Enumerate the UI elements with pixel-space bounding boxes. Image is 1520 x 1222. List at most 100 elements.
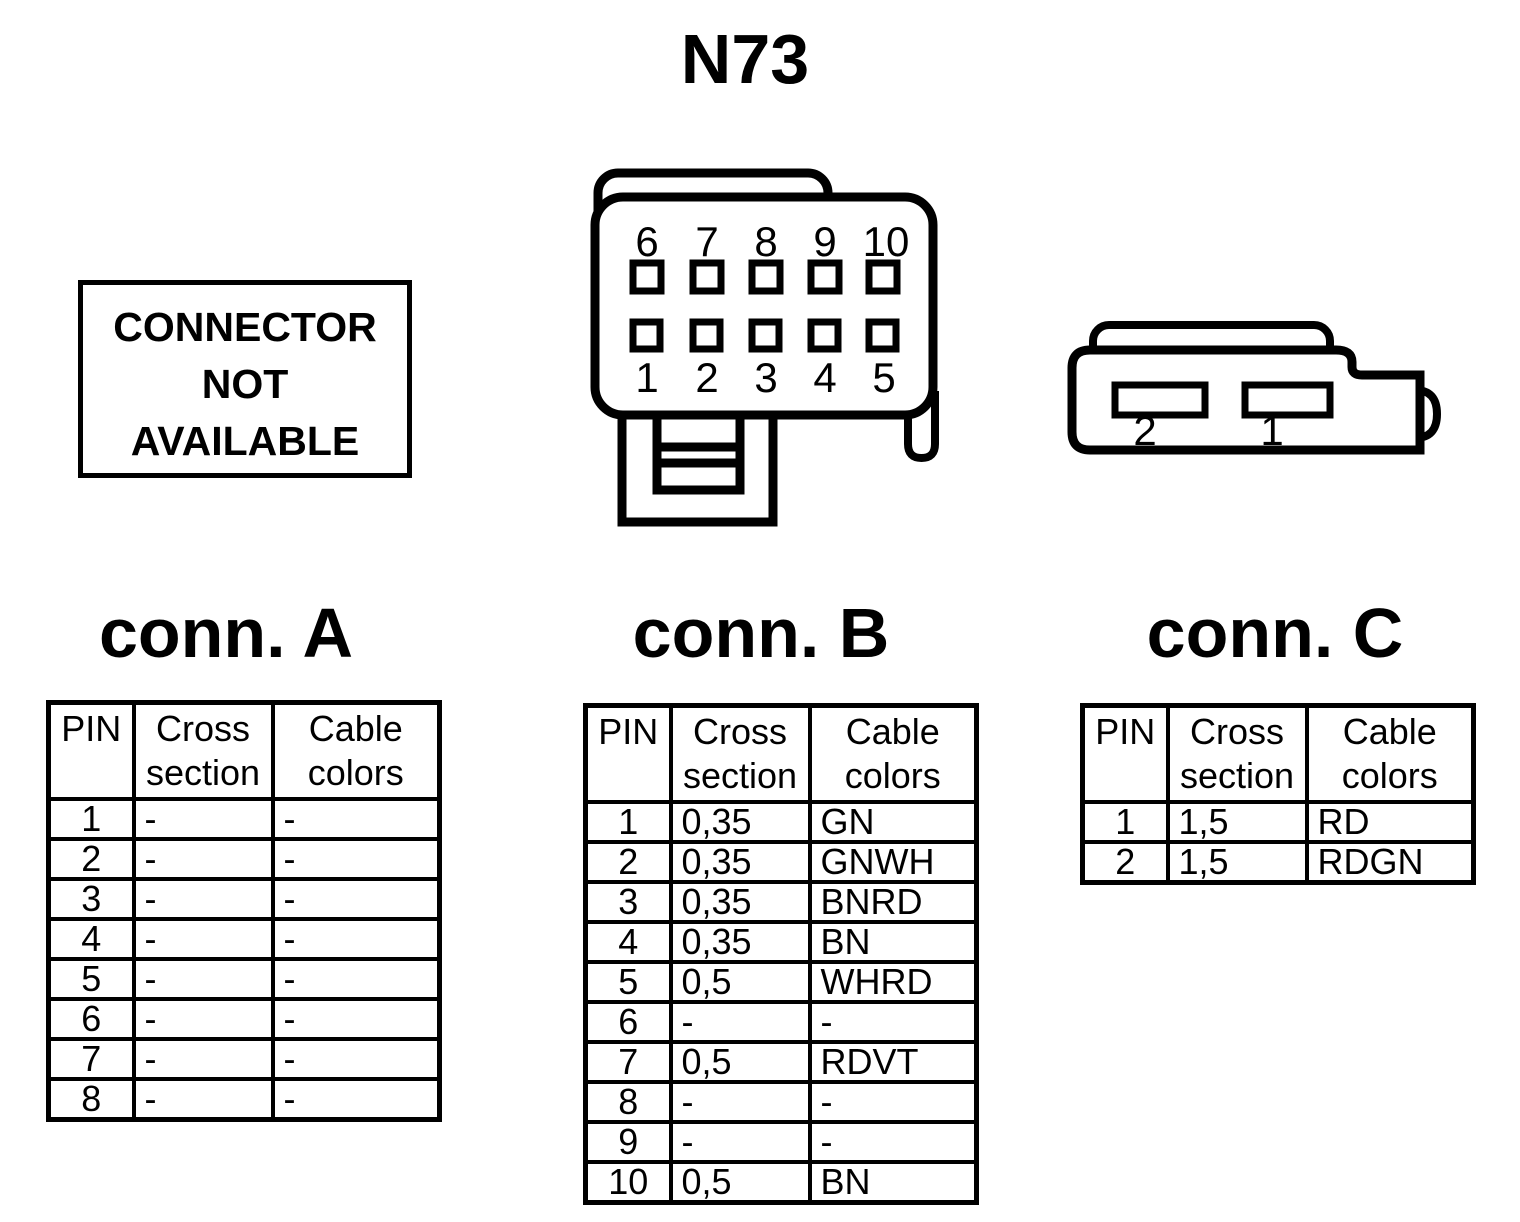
table-row: 9-- — [583, 1120, 979, 1164]
connector-not-available-box: CONNECTOR NOT AVAILABLE — [78, 280, 412, 478]
pin-label: 2 — [695, 354, 718, 401]
table-cell: - — [668, 1080, 812, 1124]
pin-hole — [689, 259, 725, 295]
pin-number-cell: 9 — [583, 1120, 673, 1164]
notice-line: AVAILABLE — [130, 418, 360, 464]
two-pin-connector-drawing: 2 1 — [1067, 321, 1442, 455]
pin-slot — [1111, 381, 1209, 419]
table-cell: GNWH — [807, 840, 979, 884]
table-cell: RD — [1304, 800, 1476, 844]
pin-label: 4 — [813, 354, 836, 401]
table-cell: 1,5 — [1165, 840, 1309, 885]
column-header: PIN — [1080, 703, 1170, 804]
pin-number-cell: 1 — [1080, 800, 1170, 844]
table-cell: 0,35 — [668, 840, 812, 884]
pin-label: 5 — [872, 354, 895, 401]
pin-hole — [748, 318, 783, 353]
connector-body — [590, 192, 938, 420]
pin-number-cell: 7 — [46, 1037, 136, 1081]
ten-pin-connector-drawing: 6 7 8 9 10 1 2 3 4 5 — [590, 168, 939, 527]
column-header: Cable colors — [807, 703, 979, 804]
pin-number-cell: 6 — [46, 997, 136, 1041]
pin-label: 2 — [1133, 407, 1156, 454]
table-cell: - — [131, 797, 275, 841]
table-cell: - — [270, 917, 442, 961]
table-heading-conn-a: conn. A — [98, 594, 354, 672]
table-row: 6-- — [46, 997, 442, 1041]
table-row: 5-- — [46, 957, 442, 1001]
table-cell: BN — [807, 1160, 979, 1205]
table-row: 8-- — [46, 1077, 442, 1122]
table-cell: - — [131, 877, 275, 921]
pin-number-cell: 2 — [1080, 840, 1170, 885]
pin-hole — [865, 318, 900, 353]
pin-hole — [629, 259, 665, 295]
column-header: Cross section — [131, 700, 275, 801]
column-header: Cable colors — [1304, 703, 1476, 804]
table-row: 7-- — [46, 1037, 442, 1081]
pin-slot — [1241, 381, 1334, 419]
table-cell: - — [270, 797, 442, 841]
pin-number-cell: 7 — [583, 1040, 673, 1084]
pin-number-cell: 3 — [46, 877, 136, 921]
pin-number-cell: 1 — [583, 800, 673, 844]
pin-number-cell: 5 — [583, 960, 673, 1004]
table-cell: - — [131, 1037, 275, 1081]
column-header: PIN — [583, 703, 673, 804]
column-header: PIN — [46, 700, 136, 801]
pin-number-cell: 8 — [583, 1080, 673, 1124]
table-cell: - — [270, 997, 442, 1041]
pin-label: 6 — [635, 218, 658, 265]
table-row: 2-- — [46, 837, 442, 881]
table-heading-conn-b: conn. B — [632, 594, 890, 672]
table-cell: 0,35 — [668, 800, 812, 844]
table-cell: 1,5 — [1165, 800, 1309, 844]
pin-hole — [748, 259, 784, 295]
pin-number-cell: 1 — [46, 797, 136, 841]
table-cell: 0,5 — [668, 1040, 812, 1084]
pin-hole — [689, 318, 724, 353]
pin-number-cell: 2 — [46, 837, 136, 881]
pin-number-cell: 10 — [583, 1160, 673, 1205]
table-cell: GN — [807, 800, 979, 844]
pin-number-cell: 2 — [583, 840, 673, 884]
pin-label: 3 — [754, 354, 777, 401]
table-cell: 0,5 — [668, 1160, 812, 1205]
pin-number-cell: 4 — [46, 917, 136, 961]
table-cell: - — [131, 837, 275, 881]
table-cell: - — [131, 1077, 275, 1122]
table-row: 3-- — [46, 877, 442, 921]
pin-number-cell: 5 — [46, 957, 136, 1001]
table-heading-conn-c: conn. C — [1146, 594, 1404, 672]
pin-label: 10 — [863, 218, 910, 265]
pin-number-cell: 8 — [46, 1077, 136, 1122]
table-row: 8-- — [583, 1080, 979, 1124]
table-cell: - — [270, 1037, 442, 1081]
table-cell: - — [807, 1000, 979, 1044]
table-cell: - — [131, 917, 275, 961]
table-cell: - — [668, 1000, 812, 1044]
table-row: 4-- — [46, 917, 442, 961]
pin-label: 1 — [635, 354, 658, 401]
table-row: 1-- — [46, 797, 442, 841]
pin-hole — [629, 318, 664, 353]
pin-hole — [807, 318, 842, 353]
column-header: Cross section — [1165, 703, 1309, 804]
table-row: 6-- — [583, 1000, 979, 1044]
pin-label: 1 — [1260, 407, 1283, 454]
pin-hole — [807, 259, 843, 295]
table-cell: - — [668, 1120, 812, 1164]
